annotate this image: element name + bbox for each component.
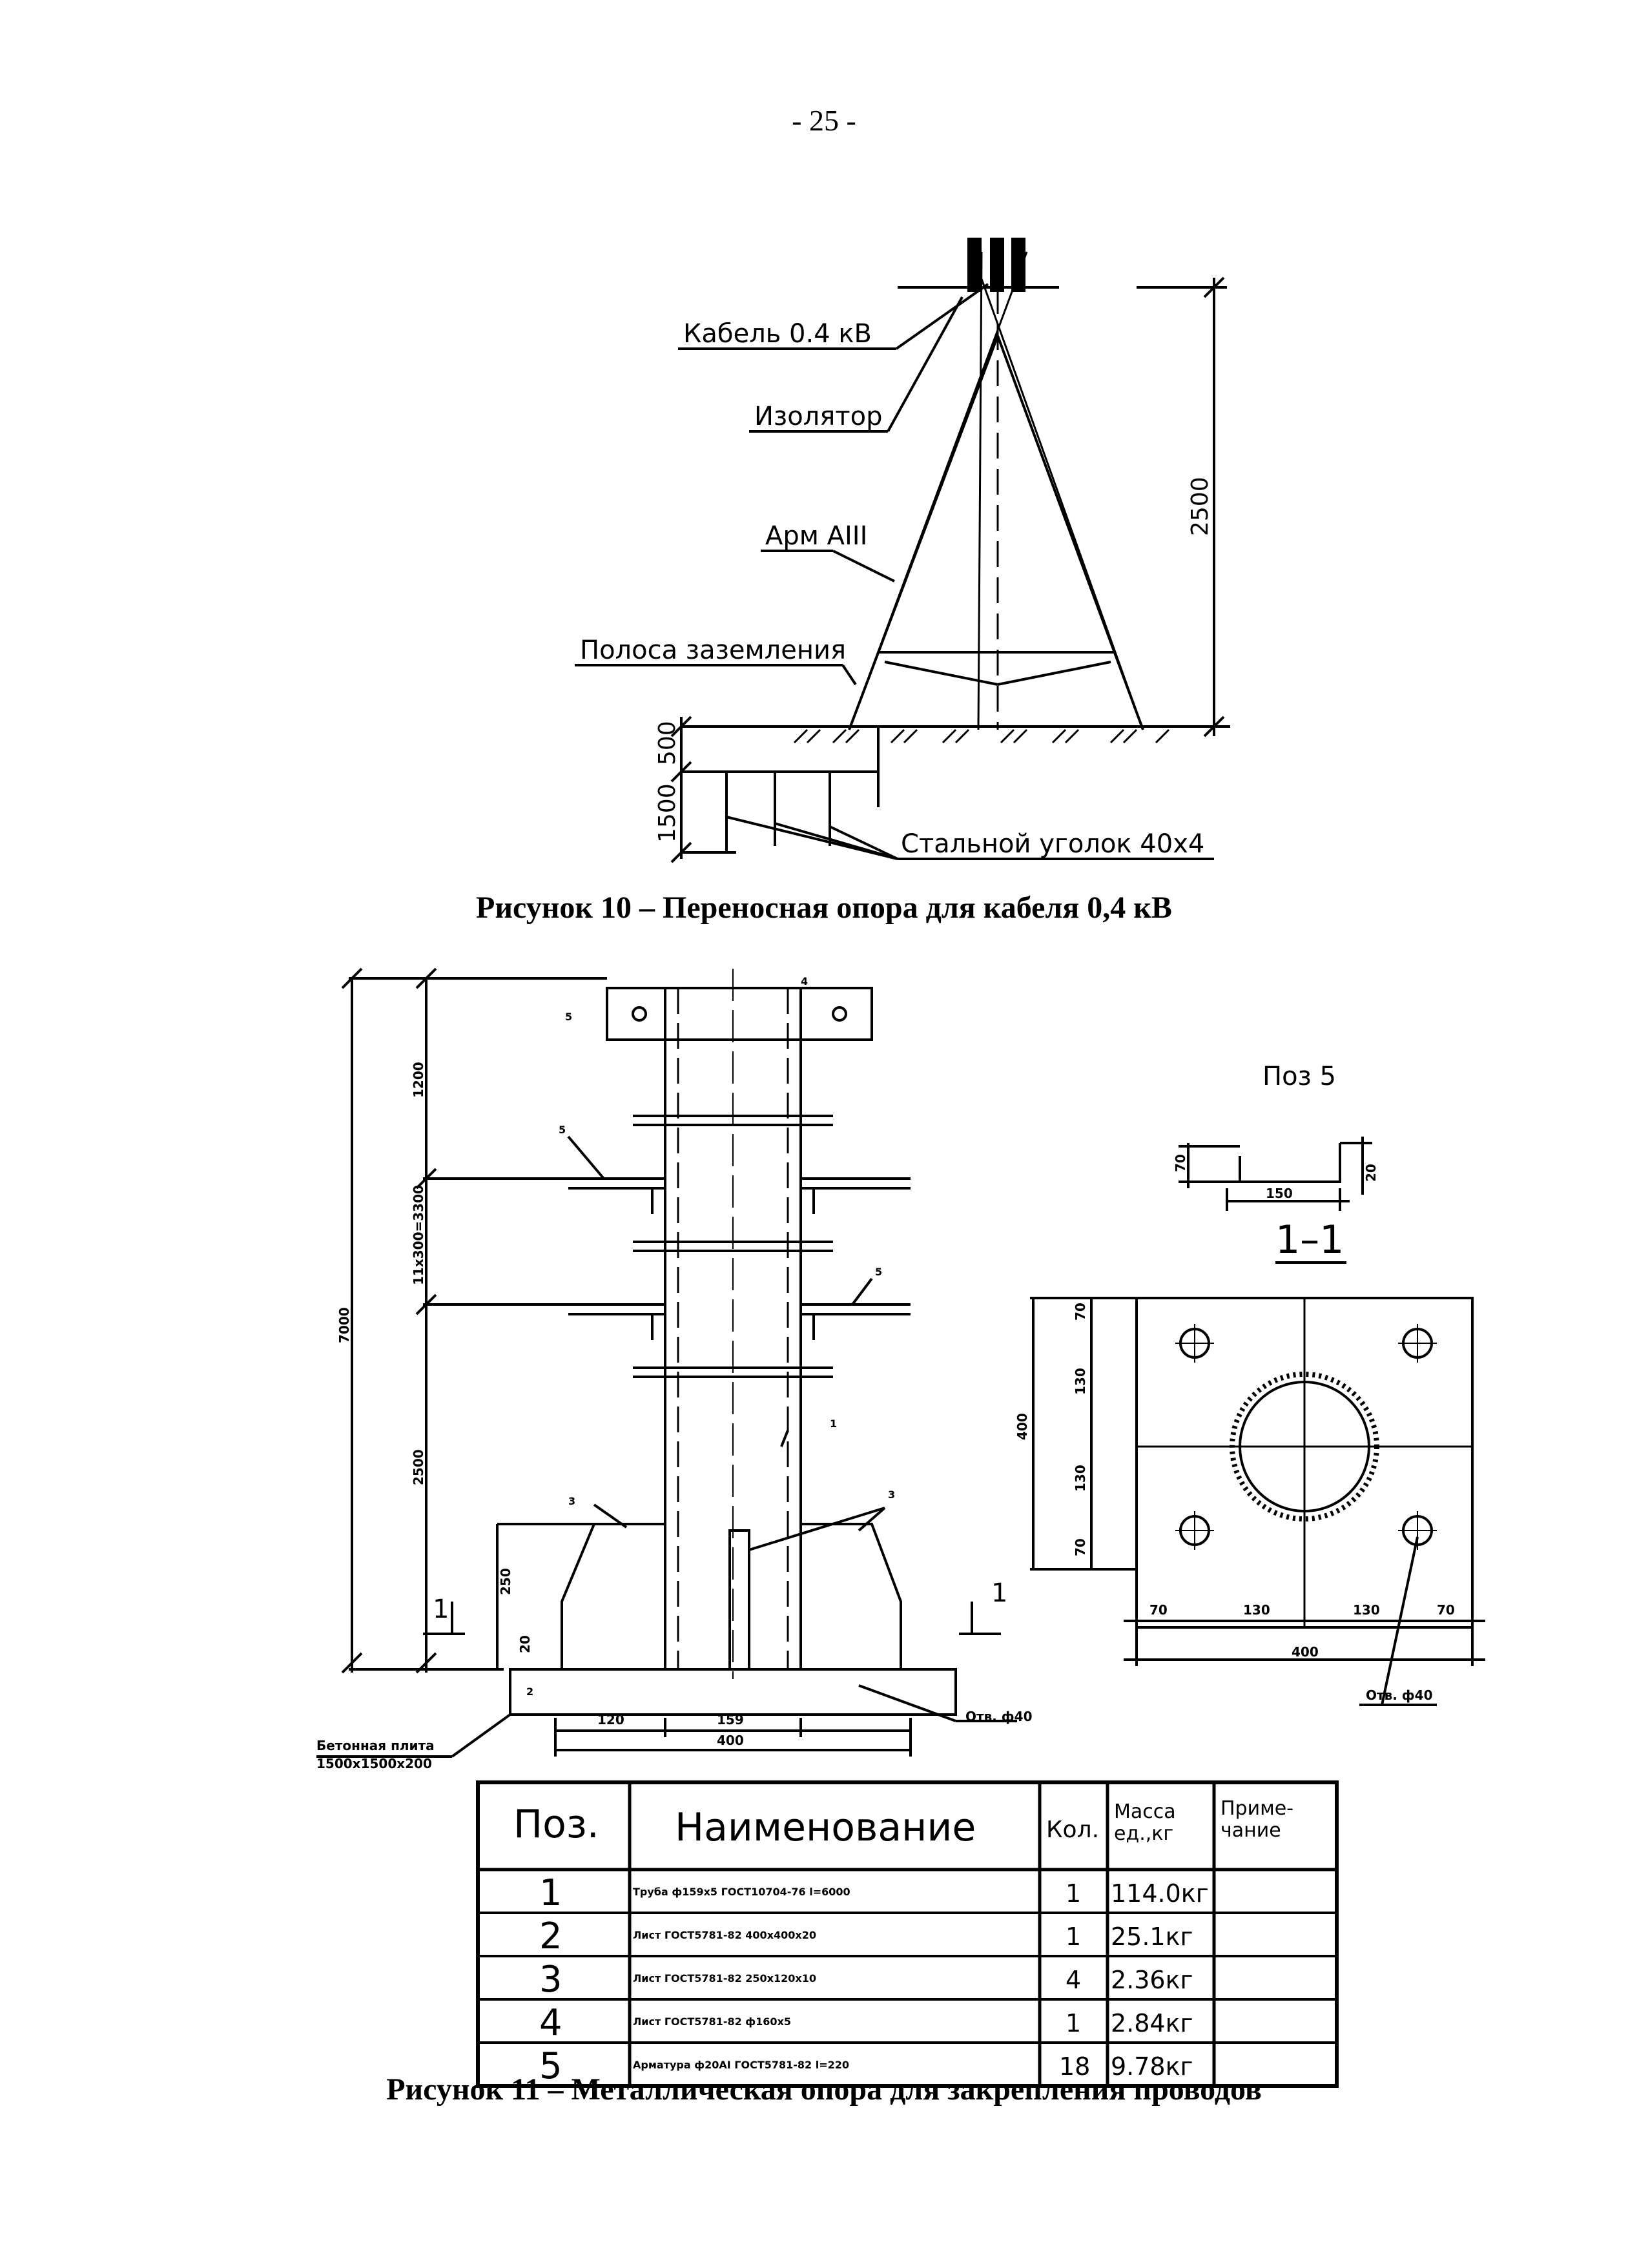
table-cell-name: Лист ГОСТ5781-82 250х120х10 [633,1972,816,1984]
table-cell-mass: 114.0кг [1111,1879,1209,1908]
table-header-name: Наименование [675,1805,976,1850]
callout-5a: 5 [559,1124,566,1136]
plan-dim-130-left: 130 [1243,1602,1270,1618]
table-header-pos: Поз. [513,1802,599,1847]
table-row: 5 Арматура ф20AI ГОСТ5781-82 l=220 18 9.… [539,2045,1193,2087]
label-concrete-slab: Бетонная плита [316,1738,435,1753]
label-insulator: Изолятор [754,402,882,431]
table-cell-qty: 18 [1059,2052,1090,2081]
table-cell-name: Арматура ф20AI ГОСТ5781-82 l=220 [633,2059,849,2071]
figure-11-caption: Рисунок 11 – Металлическая опора для зак… [386,2072,1262,2107]
plan-dim-70-left: 70 [1149,1602,1168,1618]
table-header-note: Приме-чание [1221,1797,1293,1842]
dim-120: 120 [597,1712,624,1727]
label-concrete-slab-size: 1500х1500х200 [316,1756,432,1771]
callout-4: 4 [801,975,808,987]
pos5-title: Поз 5 [1262,1062,1336,1091]
table-row: 4 Лист ГОСТ5781-82 ф160х5 1 2.84кг [539,2002,1193,2044]
table-cell-name: Лист ГОСТ5781-82 400х400х20 [633,1929,816,1941]
table-row: 2 Лист ГОСТ5781-82 400х400х20 1 25.1кг [539,1915,1193,1957]
dim-159: 159 [717,1712,744,1727]
table-row: 1 Труба ф159х5 ГОСТ10704-76 l=6000 1 114… [539,1872,1209,1914]
table-cell-mass: 9.78кг [1111,2052,1193,2081]
callout-5b: 5 [875,1266,882,1278]
table-cell-pos: 3 [539,1959,562,2001]
figure-10-caption: Рисунок 10 – Переносная опора для кабеля… [476,891,1172,925]
dim-150: 150 [1266,1186,1293,1201]
plan-dim-130-b: 130 [1073,1465,1088,1492]
section-title: 1–1 [1275,1217,1344,1263]
plan-dim-70-right: 70 [1437,1602,1455,1618]
section-mark-right: 1 [991,1578,1007,1608]
plan-dim-130-a: 130 [1073,1368,1088,1395]
plan-dim-70-bottom: 70 [1073,1538,1088,1556]
callout-1: 1 [830,1418,837,1430]
dim-70: 70 [1173,1154,1188,1172]
table-row: 3 Лист ГОСТ5781-82 250х120х10 4 2.36кг [539,1959,1193,2001]
label-ground-strip: Полоса заземления [580,635,846,665]
label-rebar: Арм AIII [765,521,867,551]
label-hole-section: Отв. ф40 [1366,1687,1433,1703]
dim-20: 20 [517,1635,533,1653]
table-cell-name: Труба ф159х5 ГОСТ10704-76 l=6000 [633,1886,850,1898]
dim-total: 7000 [336,1307,352,1343]
spec-table [476,1780,1339,2088]
table-cell-mass: 2.36кг [1111,1966,1193,1994]
dim-250: 250 [498,1568,513,1595]
dim-2500: 2500 [1187,477,1213,536]
callout-3a: 3 [568,1495,575,1507]
label-cable: Кабель 0.4 кВ [683,319,872,349]
table-cell-mass: 25.1кг [1111,1923,1193,1951]
table-cell-pos: 2 [539,1915,562,1957]
dim-20b: 20 [1363,1164,1379,1182]
label-angle: Стальной уголок 40х4 [901,829,1204,859]
table-header-qty: Кол. [1046,1817,1099,1843]
callout-3b: 3 [888,1489,895,1501]
table-cell-name: Лист ГОСТ5781-82 ф160х5 [633,2015,791,2028]
table-cell-pos: 1 [539,1872,562,1914]
dim-500: 500 [654,721,681,765]
callout-5c: 5 [565,1011,572,1023]
dim-1200: 1200 [411,1062,426,1098]
table-cell-qty: 1 [1066,1923,1081,1951]
callout-2: 2 [526,1686,533,1698]
table-cell-mass: 2.84кг [1111,2009,1193,2037]
plan-dim-130-right: 130 [1353,1602,1380,1618]
plan-dim-400-h: 400 [1292,1644,1319,1660]
table-cell-pos: 5 [539,2045,562,2087]
table-cell-pos: 4 [539,2002,562,2044]
dim-spacing: 11х300=3300 [411,1185,426,1285]
section-mark-left: 1 [433,1594,449,1624]
table-cell-qty: 1 [1066,1879,1081,1908]
dim-400: 400 [717,1733,744,1748]
dim-2500b: 2500 [411,1449,426,1485]
table-cell-qty: 1 [1066,2009,1081,2037]
table-cell-qty: 4 [1066,1966,1081,1994]
dim-1500: 1500 [654,783,681,843]
page-number: - 25 - [792,104,856,137]
label-hole-main: Отв. ф40 [965,1709,1033,1724]
plan-dim-400-v: 400 [1015,1413,1030,1440]
plan-dim-70-top: 70 [1073,1303,1088,1321]
